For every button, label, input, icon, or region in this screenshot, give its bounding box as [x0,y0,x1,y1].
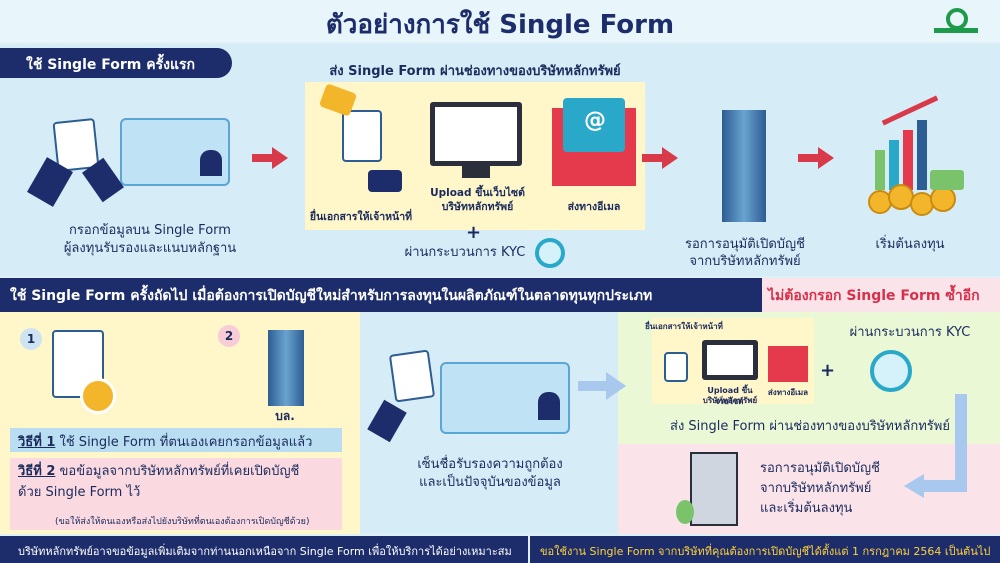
mini-email-label: ส่งทางอีเมล [767,388,809,397]
building-icon [722,110,766,222]
upload-label-1: Upload ขึ้นเว็บไซต์ [430,187,525,199]
loop-arrow-tail-icon [922,480,967,492]
fill-caption-2: ผู้ลงทุนรับรองและแนบหลักฐาน [63,241,237,256]
no-refill-box [762,278,1000,312]
office-building-icon [690,452,738,526]
company-building-icon [268,330,304,406]
loop-arrow-icon [955,394,967,490]
no-refill-text: ไม่ต้องกรอก Single Form ซ้ำอีก [768,288,980,304]
flow-arrow-icon [642,147,678,169]
mini-upload-label-1: Upload ขึ้นเว็บไซต์ [707,386,753,406]
next-use-strip [0,278,762,312]
method-1-text: ใช้ Single Form ที่ตนเองเคยกรอกข้อมูลแล้… [55,435,313,450]
mini-envelope-icon [768,346,808,382]
document-icon [342,110,382,162]
method-2-text-1: ขอข้อมูลจากบริษัทหลักทรัพย์ที่เคยเปิดบัญ… [55,464,300,479]
plus-icon: + [820,360,836,381]
officer-label: ยื่นเอกสารให้เจ้าหน้าที่ [309,211,413,223]
footer-left-text: บริษัทหลักทรัพย์อาจขอข้อมูลเพิ่มเติมจากท… [18,545,512,558]
plus-icon: + [466,222,482,243]
final-caption-2: จากบริษัทหลักทรัพย์ [760,481,872,496]
kyc-label: ผ่านกระบวนการ KYC [404,245,526,260]
kyc-search-icon [870,350,912,392]
sign-caption-2: และเป็นปัจจุบันของข้อมูล [419,475,561,490]
kyc-search-icon [535,238,565,268]
method-1-box: วิธีที่ 1 ใช้ Single Form ที่ตนเองเคยกรอ… [10,428,342,452]
loop-arrow-head-icon [904,474,924,498]
flow-arrow-icon [578,372,626,400]
mini-upload-label-2: บริษัทหลักทรัพย์ [702,396,758,405]
final-caption-1: รอการอนุมัติเปิดบัญชี [760,461,880,476]
logo-bar-icon [934,28,978,33]
officer-hand-icon [368,170,402,192]
email-letter-icon [563,98,625,152]
upload-label-2: บริษัทหลักทรัพย์ [441,201,514,213]
fill-caption-1: กรอกข้อมูลบน Single Form [69,223,231,238]
footer-right-text: ขอใช้งาน Single Form จากบริษัทที่คุณต้อง… [540,545,991,558]
form-sheet-icon [388,349,436,403]
resubmit-caption: ส่ง Single Form ผ่านช่องทางของบริษัทหลัก… [670,419,950,434]
next-use-text: ใช้ Single Form ครั้งถัดไป เมื่อต้องการเ… [10,288,653,304]
monitor-stand-icon [462,166,490,178]
method-1-head: วิธีที่ 1 [18,435,56,450]
person-avatar-icon [200,150,222,176]
footer-left-bar [0,536,528,563]
method-2-text-2: ด้วย Single Form ไว้ [18,484,141,500]
wait-approval-2: จากบริษัทหลักทรัพย์ [689,254,801,269]
flow-arrow-icon [252,147,288,169]
start-investing-label: เริ่มต้นลงทุน [875,237,945,252]
method-1-badge: 1 [20,328,42,350]
at-sign-icon: @ [584,108,606,133]
flow-arrow-icon [798,147,834,169]
mini-officer-label: ยื่นเอกสารให้เจ้าหน้าที่ [645,322,723,331]
mini-monitor-icon [702,340,758,380]
page-title: ตัวอย่างการใช้ Single Form [325,10,675,40]
mini-document-icon [664,352,688,382]
email-label: ส่งทางอีเมล [567,201,621,213]
wait-approval-1: รอการอนุมัติเปิดบัญชี [685,237,805,252]
check-badge-icon [80,378,116,414]
final-caption-3: และเริ่มต้นลงทุน [760,501,853,516]
logo-circle-icon [946,8,968,30]
resubmit-kyc-label: ผ่านกระบวนการ KYC [849,325,971,340]
company-label: บล. [275,409,295,423]
monitor-icon [430,102,522,166]
method-2-head: วิธีที่ 2 [18,464,56,479]
person-avatar-icon [538,392,560,420]
title-bar [0,0,1000,42]
channel-caption: ส่ง Single Form ผ่านช่องทางของบริษัทหลัก… [329,64,621,79]
method-2-box [10,458,342,530]
footer-right-bar [530,536,1000,563]
first-use-pill: ใช้ Single Form ครั้งแรก [0,48,232,78]
method-2-badge: 2 [218,325,240,347]
method-2-text-block: วิธีที่ 2 ขอข้อมูลจากบริษัทหลักทรัพย์ที่… [18,462,338,504]
sign-caption-1: เซ็นชื่อรับรองความถูกต้อง [417,457,563,472]
tree-icon [676,500,694,524]
method-2-note: (ขอให้ส่งให้ตนเองหรือส่งไปยังบริษัทที่ตน… [55,517,310,527]
